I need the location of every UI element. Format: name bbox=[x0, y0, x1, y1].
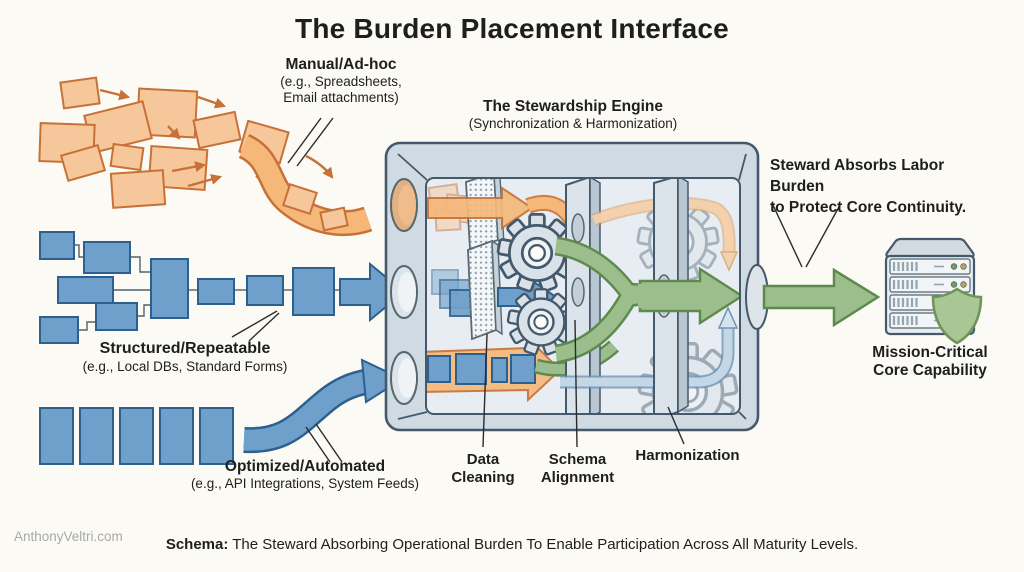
optimized-input-boxes bbox=[39, 407, 234, 465]
engine-title: The Stewardship Engine bbox=[483, 98, 663, 115]
mission-line2: Core Capability bbox=[873, 362, 987, 380]
alignment-line2: Alignment bbox=[540, 468, 615, 486]
caption-text: The Steward Absorbing Operational Burden… bbox=[228, 536, 859, 553]
label-mission-critical: Mission-Critical Core Capability bbox=[852, 344, 1008, 381]
manual-sub1: (e.g., Spreadsheets, bbox=[280, 74, 402, 90]
structured-input-tree bbox=[39, 231, 342, 344]
engine-chamber bbox=[427, 179, 739, 413]
stewardship-engine bbox=[384, 141, 769, 432]
manual-label: Manual/Ad-hoc bbox=[285, 56, 397, 73]
steward-line1: Steward Absorbs Labor Burden bbox=[770, 157, 945, 195]
orange-bypass-tube bbox=[591, 197, 739, 272]
page-title: The Burden Placement Interface bbox=[295, 13, 729, 44]
manual-flow-arrow bbox=[237, 134, 373, 237]
clean-arrow-orange bbox=[427, 186, 534, 230]
optimized-flow-arrow bbox=[243, 358, 405, 454]
leader-lines bbox=[231, 117, 841, 463]
mission-line1: Mission-Critical bbox=[872, 344, 988, 361]
label-steward-absorbs: Steward Absorbs Labor Burden to Protect … bbox=[770, 156, 1002, 219]
engine-intake-ports bbox=[390, 178, 418, 405]
server-icon bbox=[884, 237, 983, 345]
label-harmonization: Harmonization bbox=[635, 447, 740, 464]
engine-subtitle: (Synchronization & Harmonization) bbox=[468, 116, 678, 132]
steward-line2: to Protect Core Continuity. bbox=[770, 198, 967, 216]
caption-prefix: Schema: bbox=[165, 536, 229, 553]
cleaning-line1: Data bbox=[466, 451, 500, 468]
structured-label: Structured/Repeatable bbox=[99, 340, 271, 357]
shield-icon bbox=[931, 287, 983, 345]
bottom-caption: Schema: The Steward Absorbing Operationa… bbox=[0, 536, 1024, 554]
blue-bypass-tube bbox=[560, 306, 739, 389]
output-arrow bbox=[762, 267, 881, 328]
watermark: AnthonyVeltri.com bbox=[14, 529, 123, 544]
label-schema-alignment: Schema Alignment bbox=[525, 451, 630, 486]
optimized-label: Optimized/Automated bbox=[224, 458, 386, 475]
label-structured-repeatable: Structured/Repeatable (e.g., Local DBs, … bbox=[35, 340, 335, 375]
label-optimized-automated: Optimized/Automated (e.g., API Integrati… bbox=[160, 458, 450, 492]
label-data-cleaning: Data Cleaning bbox=[433, 451, 533, 486]
schema-alignment-slab bbox=[565, 179, 601, 413]
label-stewardship-engine: The Stewardship Engine (Synchronization … bbox=[423, 98, 723, 132]
manual-input-boxes bbox=[38, 76, 290, 209]
structured-sub: (e.g., Local DBs, Standard Forms) bbox=[82, 358, 288, 374]
alignment-line1: Schema bbox=[548, 451, 607, 468]
harmonized-merge-arrow bbox=[554, 236, 739, 364]
label-manual-adhoc: Manual/Ad-hoc (e.g., Spreadsheets, Email… bbox=[241, 56, 441, 106]
cleaning-line2: Cleaning bbox=[451, 468, 515, 486]
optimized-sub: (e.g., API Integrations, System Feeds) bbox=[190, 476, 420, 492]
manual-sub2: Email attachments) bbox=[283, 90, 399, 106]
